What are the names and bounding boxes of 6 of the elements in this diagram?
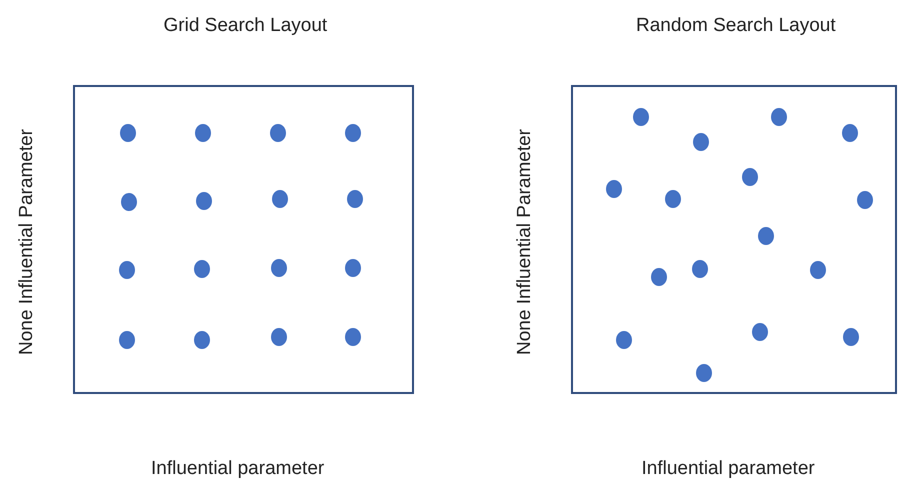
panel-title: Random Search Layout [636, 15, 836, 37]
axis-label: Influential parameter [151, 458, 324, 480]
axis-label: None Influential Parameter [16, 128, 38, 354]
axis-label: None Influential Parameter [514, 128, 536, 354]
panel-title: Grid Search Layout [164, 15, 328, 37]
axis-label: Influential parameter [642, 458, 815, 480]
